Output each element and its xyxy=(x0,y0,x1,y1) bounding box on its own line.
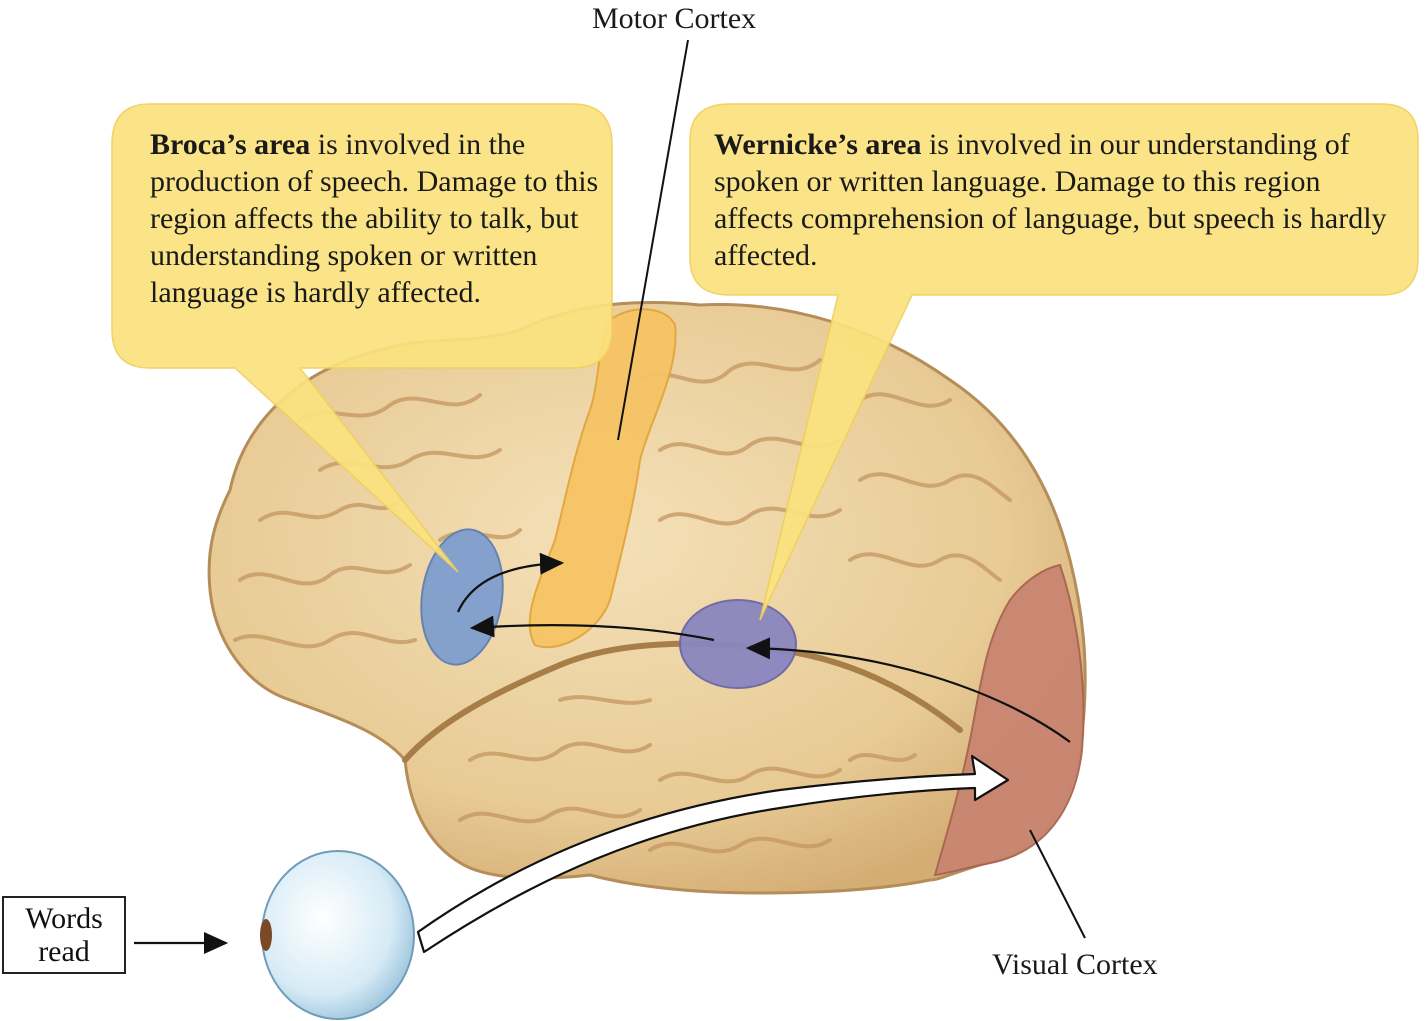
eyeball xyxy=(261,850,415,1020)
motor-cortex-leader-line xyxy=(617,39,689,441)
broca-term: Broca’s area xyxy=(150,128,311,161)
visual-cortex-region xyxy=(933,563,1085,877)
broca-callout-bubble xyxy=(111,103,613,573)
words-read-box: Words read xyxy=(2,896,126,974)
words-read-line1: Words xyxy=(25,902,103,935)
motor-cortex-region xyxy=(528,308,677,649)
wernicke-description: is involved in our understanding of spok… xyxy=(714,128,1387,272)
brain-folds xyxy=(233,358,1012,854)
visual-cortex-label: Visual Cortex xyxy=(992,948,1158,981)
broca-description: is involved in the production of speech.… xyxy=(150,128,599,309)
wernicke-callout-bubble xyxy=(689,103,1419,621)
motor-cortex-label: Motor Cortex xyxy=(592,2,757,35)
broca-to-motor-arrow xyxy=(456,552,565,613)
visual-cortex-leader-line xyxy=(1029,829,1086,939)
eye xyxy=(260,850,415,1020)
broca-callout-text: Broca’s area is involved in the producti… xyxy=(150,126,600,311)
wernicke-to-broca-arrow xyxy=(469,615,715,642)
eye-to-visual-cortex-arrow xyxy=(416,754,1010,954)
wernicke-area-region xyxy=(679,599,797,689)
lateral-sulcus xyxy=(402,640,963,763)
words-read-line2: read xyxy=(38,935,90,968)
wernicke-callout-text: Wernicke’s area is involved in our under… xyxy=(714,126,1394,274)
wernicke-term: Wernicke’s area xyxy=(714,128,922,161)
brain xyxy=(207,301,1087,895)
iris xyxy=(260,919,272,951)
visual-to-wernicke-arrow xyxy=(745,637,1071,743)
